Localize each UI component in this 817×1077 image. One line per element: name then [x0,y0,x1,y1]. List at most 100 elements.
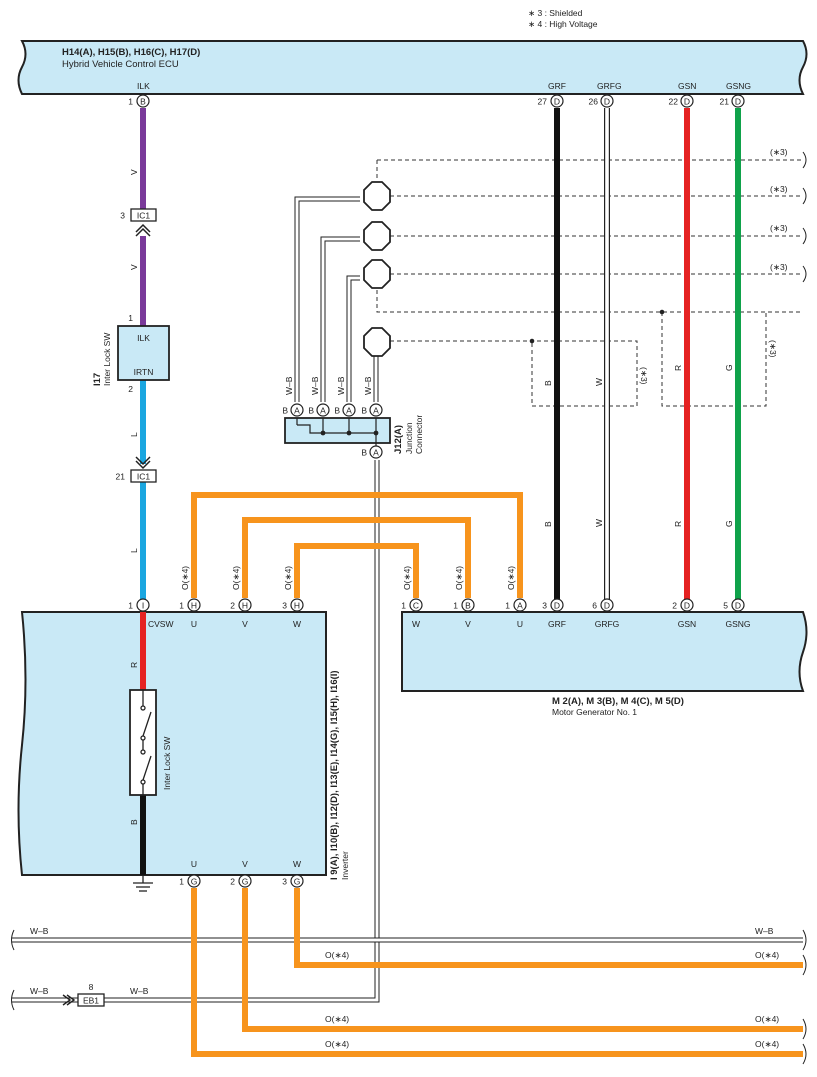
wire-label-o4-u: O(∗4) [180,566,190,590]
mg-pin-num-gsng: 5 [723,601,728,611]
mg-pin-d-2: D [604,601,610,611]
ecu-gsn-label: GSN [678,81,696,91]
wire-label-o4-u-right: O(∗4) [755,1039,779,1049]
shield-note-3: (∗3) [770,223,788,233]
wire-label-v-lower: V [129,264,139,270]
eb1-connector [77,993,105,1007]
ecu-pin-gsn-num: 22 [669,97,679,107]
mg-v: V [465,619,471,629]
inverter-w-bottom: W [293,859,301,869]
inverter-v-top: V [242,619,248,629]
mg-pin-num-a: 1 [505,601,510,611]
ground-icon [133,882,153,892]
wire-label-b-upper: B [543,380,553,386]
inverter-pin-num-h3: 3 [282,601,287,611]
ecu-gsng-label: GSNG [726,81,751,91]
shield-note-1: (∗3) [770,147,788,157]
wire-label-r-lower: R [673,521,683,527]
motor-generator-box [401,611,808,692]
wire-label-o4-w-mid: O(∗4) [325,950,349,960]
junction-pin-b-5: B [361,448,367,458]
wire-label-o4-mv: O(∗4) [454,566,464,590]
ecu-pins [136,94,745,108]
interlock-code: I17 [92,373,103,386]
inverter-pin-h-1: H [191,601,197,611]
wire-label-o4-mw: O(∗4) [402,566,412,590]
inverter-pin-num-g2: 2 [230,877,235,887]
inverter-codes: I 9(A), I10(B), I12(D), I13(E), I14(G), … [329,670,340,880]
wb-wires [294,196,379,402]
inverter-pin-i: I [142,601,144,611]
junction-box [284,417,391,444]
wire-label-w-lower: W [594,519,604,527]
inverter-pin-num-i: 1 [128,601,133,611]
wire-label-v-upper: V [129,169,139,175]
wire-label-o4-mu: O(∗4) [506,566,516,590]
mg-codes: M 2(A), M 3(B), M 4(C), M 5(D) [552,696,684,707]
legend-high-voltage: ∗ 4 : High Voltage [528,19,598,29]
mg-pin-num-grf: 3 [542,601,547,611]
junction-pin-b-1: B [282,406,288,416]
mg-pin-num-b: 1 [453,601,458,611]
mg-pin-num-grfg: 6 [592,601,597,611]
wire-label-o4-v-right: O(∗4) [755,1014,779,1024]
junction-pin-a-5: A [373,448,379,458]
hv-wires [191,492,803,1057]
interlock-pin1: 1 [128,313,133,323]
inverter-pin-g-2: G [242,877,249,887]
mg-name: Motor Generator No. 1 [552,707,637,717]
junction-pin-b-2: B [308,406,314,416]
ic1-bottom-pin: 21 [116,472,126,482]
wire-label-wb-bottom-left: W–B [30,926,49,936]
wire-label-b-lower: B [543,521,553,527]
wire-label-l-lower: L [129,548,139,553]
inverter-pin-h-3: H [294,601,300,611]
bottom-wire-ends [11,929,807,1065]
shield-splice-1 [529,338,535,344]
mg-pins [409,598,745,612]
junction-pin-a-3: A [346,406,352,416]
wire-label-wb-eb1-left: W–B [30,986,49,996]
junction-pin-b-4: B [361,406,367,416]
ecu-pin-grfg-letter: D [604,97,610,107]
mg-grf: GRF [548,619,566,629]
wire-label-wb-2: W–B [310,376,320,395]
shield-lines [376,159,803,407]
inverter-pin-num-h2: 2 [230,601,235,611]
junction-pins [290,403,383,459]
inverter-top-pins [136,598,304,612]
inverter-name: Inverter [340,851,350,880]
inverter-pin-num-g3: 3 [282,877,287,887]
shield-line-ends [802,151,807,283]
ic1-top-label: IC1 [137,211,151,221]
wire-label-o4-w-right: O(∗4) [755,950,779,960]
eb1-label: EB1 [83,996,99,1006]
wire-label-r-upper: R [673,365,683,371]
interlock-pin-ilk: ILK [137,333,150,343]
ecu-pin-grfg-num: 26 [589,97,599,107]
wire-label-o4-w: O(∗4) [283,566,293,590]
junction-pin-a-4: A [373,406,379,416]
ecu-pin-gsng-num: 21 [720,97,730,107]
junction-name-1: Junction [404,422,414,454]
ecu-grf-label: GRF [548,81,566,91]
ecu-box [17,40,808,95]
wire-label-b-inverter: B [129,819,139,825]
mg-pin-b: B [465,601,471,611]
inverter-u-top: U [191,619,197,629]
shield-splice-2 [659,309,665,315]
junction-pin-b-3: B [334,406,340,416]
mg-gsng: GSNG [725,619,750,629]
ecu-pin-gsn-letter: D [684,97,690,107]
wire-label-wb-3: W–B [336,376,346,395]
wire-label-g-lower: G [724,520,734,527]
ecu-grfg-label: GRFG [597,81,622,91]
junction-pin-a-2: A [320,406,326,416]
junction-dots [320,430,379,436]
ic1-connector-top [130,208,157,237]
ic1-top-pin: 3 [120,211,125,221]
ecu-pin-ilk-letter: B [140,97,146,107]
inverter-pin-g-1: G [191,877,198,887]
junction-code: J12(A) [393,425,404,454]
